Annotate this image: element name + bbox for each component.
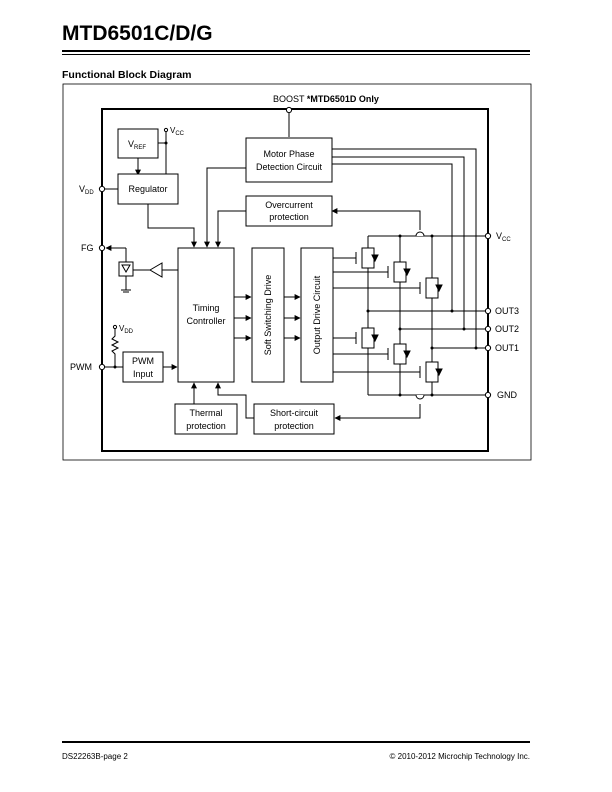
thermal-protection-block — [174, 403, 238, 435]
footer-rule — [62, 741, 530, 743]
boost-pin — [285, 106, 293, 114]
figure-frame — [62, 83, 532, 461]
soft-switching-drive-block — [251, 247, 285, 383]
out1-pin-label: OUT1 — [495, 343, 519, 353]
chip-boundary — [101, 108, 489, 452]
mosfet-high-1 — [333, 247, 379, 269]
svg-text:protection: protection — [274, 421, 314, 431]
mosfet-high-2 — [333, 261, 411, 283]
svg-text:protection: protection — [186, 421, 226, 431]
out2-pin — [484, 325, 492, 333]
pwm-input-block — [122, 351, 164, 383]
svg-text:protection: protection — [269, 212, 309, 222]
timing-controller-block — [177, 247, 235, 383]
vdd-pin-label: VDD — [79, 184, 94, 196]
gnd-pin-label: GND — [497, 390, 518, 400]
out3-pin-label: OUT3 — [495, 306, 519, 316]
short-circuit-protection-block — [253, 403, 335, 435]
vcc-pin — [484, 232, 492, 240]
svg-text:Output Drive Circuit: Output Drive Circuit — [312, 275, 322, 354]
mosfet-high-3 — [333, 277, 443, 299]
mosfet-low-1 — [333, 327, 379, 349]
svg-text:Soft Switching Drive: Soft Switching Drive — [263, 275, 273, 356]
svg-text:Motor Phase: Motor Phase — [263, 149, 314, 159]
svg-text:Timing: Timing — [193, 303, 220, 313]
footer-copyright: © 2010-2012 Microchip Technology Inc. — [389, 752, 531, 761]
motor-phase-detection-block — [245, 137, 333, 183]
svg-text:VDD: VDD — [119, 324, 134, 335]
mosfet-low-2 — [333, 343, 411, 365]
svg-text:PWM: PWM — [132, 356, 154, 366]
figure-heading: Functional Block Diagram — [62, 69, 192, 81]
fg-pin — [98, 244, 106, 252]
vcc-pin-label: VCC — [496, 231, 511, 243]
out2-pin-label: OUT2 — [495, 324, 519, 334]
document-title: MTD6501C/D/G — [62, 22, 213, 45]
header-rule-thick — [62, 50, 530, 52]
header-rule-thin — [62, 54, 530, 55]
svg-text:Overcurrent: Overcurrent — [265, 200, 313, 210]
pwm-pin-label: PWM — [70, 362, 92, 372]
vdd-pin — [98, 185, 106, 193]
pwm-pin — [98, 363, 106, 371]
boost-pin-label: BOOST *MTD6501D Only — [273, 94, 379, 104]
vcc-small-label: VCC — [170, 126, 185, 137]
vref-block — [117, 128, 159, 159]
output-drive-circuit-block — [300, 247, 334, 383]
overcurrent-protection-block — [245, 195, 333, 227]
gnd-pin — [484, 391, 492, 399]
mosfet-low-3 — [333, 361, 443, 383]
regulator-label: Regulator — [128, 184, 167, 194]
svg-text:Detection Circuit: Detection Circuit — [256, 162, 323, 172]
svg-text:Controller: Controller — [186, 316, 225, 326]
vref-label: VREF — [128, 139, 146, 151]
footer-document-id: DS22263B-page 2 — [62, 752, 128, 761]
svg-text:Input: Input — [133, 369, 154, 379]
out1-pin — [484, 344, 492, 352]
svg-text:Thermal: Thermal — [189, 408, 222, 418]
svg-text:Short-circuit: Short-circuit — [270, 408, 319, 418]
out3-pin — [484, 307, 492, 315]
fg-pin-label: FG — [81, 243, 94, 253]
